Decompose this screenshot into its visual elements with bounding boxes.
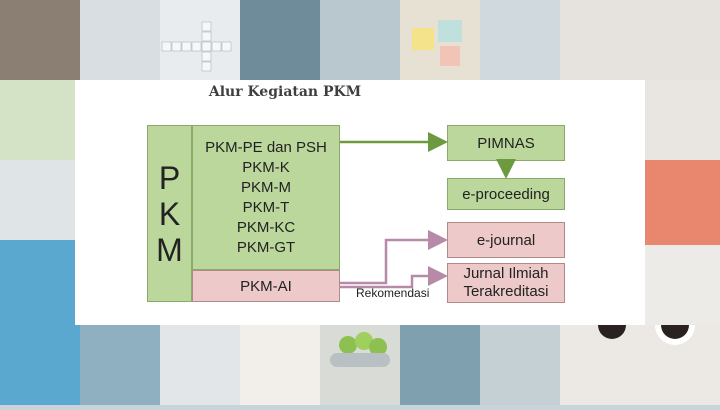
background-photo-tile — [240, 0, 320, 80]
coffee-cup-icon — [560, 325, 720, 405]
sticky-notes-icon — [400, 0, 480, 80]
background-photo-tile — [320, 0, 400, 80]
background-photo-tile — [80, 325, 160, 405]
background-photo-tile — [480, 0, 560, 80]
apple-bowl-icon — [320, 325, 400, 405]
background-photo-tile — [0, 240, 80, 405]
background-photo-tile — [160, 0, 240, 80]
background-photo-tile — [160, 325, 240, 405]
background-photo-tile — [480, 325, 560, 405]
background-photo-tile — [0, 160, 80, 240]
background-photo-tile — [645, 80, 720, 160]
background-photo-tile — [240, 325, 320, 405]
background-photo-tile — [645, 245, 720, 325]
background-photo-tile — [0, 80, 80, 160]
background-photo-tile — [400, 0, 480, 80]
slide-panel: Alur Kegiatan PKM P K M PKM-PE dan PSH P… — [75, 80, 645, 325]
background-photo-tile — [560, 0, 720, 80]
background-photo-tile — [80, 0, 160, 80]
background-photo-tile — [560, 325, 720, 405]
passion-drive-crossword-icon — [160, 0, 240, 80]
rekomendasi-label: Rekomendasi — [356, 286, 429, 300]
background-photo-tile — [645, 160, 720, 245]
background-photo-tile — [320, 325, 400, 405]
background-photo-tile — [0, 0, 80, 80]
background-photo-tile — [400, 325, 480, 405]
